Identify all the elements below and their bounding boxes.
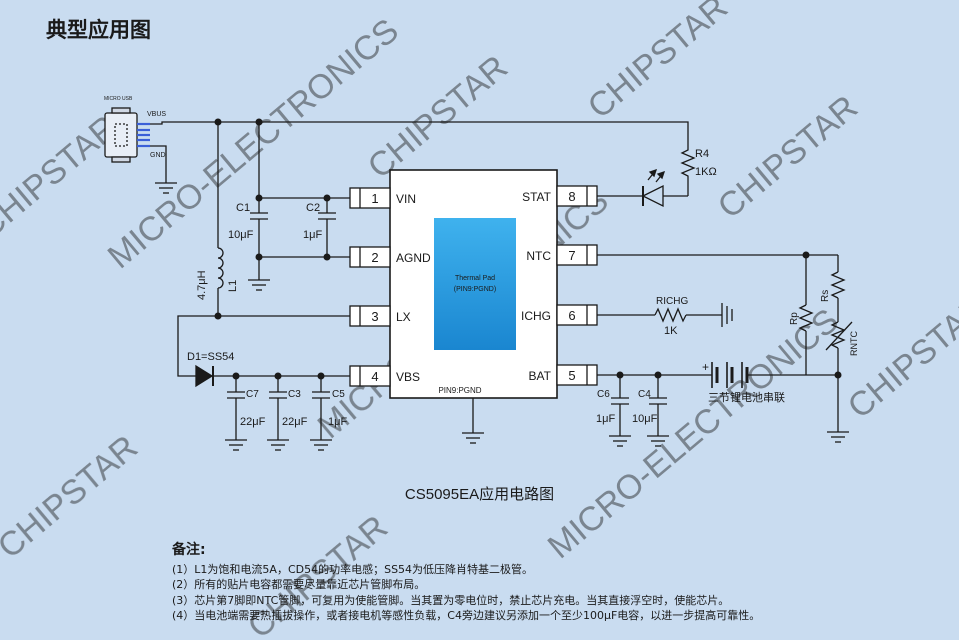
l1-value: 4.7μH	[196, 270, 208, 300]
thermal-pad-subtitle: (PIN9:PGND)	[454, 286, 496, 293]
rs-ref: Rs	[820, 290, 831, 302]
watermark-text: CHIPSTAR	[841, 288, 959, 426]
c7-ref: C7	[246, 389, 259, 400]
c3-value: 22μF	[282, 416, 308, 428]
usb-gnd-label: GND	[150, 152, 166, 159]
c5-value: 1μF	[328, 416, 347, 428]
c2-value: 1μF	[303, 229, 322, 241]
pin-name: AGND	[396, 251, 431, 265]
c7-value: 22μF	[240, 416, 266, 428]
pin-number: 3	[371, 309, 378, 324]
pin-number: 8	[568, 189, 575, 204]
c6-value: 1μF	[596, 413, 615, 425]
pin-name: NTC	[526, 249, 551, 263]
pin-number: 4	[371, 369, 378, 384]
watermark-text: CHIPSTAR	[711, 88, 865, 226]
l1-ref: L1	[227, 280, 239, 292]
watermark-text: MICRO-ELECTRONICS	[541, 301, 846, 566]
note-item: (2）所有的贴片电容都需要尽量靠近芯片管脚布局。	[172, 578, 426, 591]
c3-ref: C3	[288, 389, 301, 400]
c1-value: 10μF	[228, 229, 254, 241]
pin-number: 7	[568, 248, 575, 263]
pin-number: 2	[371, 250, 378, 265]
rp-ref: Rp	[789, 312, 800, 325]
r4-value: 1KΩ	[695, 166, 717, 178]
c1-ref: C1	[236, 202, 250, 214]
c6-ref: C6	[597, 389, 610, 400]
notes-title: 备注:	[172, 542, 206, 558]
c4-ref: C4	[638, 389, 651, 400]
c5-ref: C5	[332, 389, 345, 400]
micro-usb-connector	[104, 107, 150, 163]
pin9-label: PIN9:PGND	[438, 386, 481, 395]
battery-label: 三节锂电池串联	[708, 390, 785, 404]
richg-value: 1K	[664, 325, 678, 337]
thermal-pad	[434, 218, 516, 350]
c2-ref: C2	[306, 202, 320, 214]
pin-name: VBS	[396, 370, 420, 384]
usb-connector-label: MICRO USB	[104, 96, 133, 102]
page-heading: 典型应用图	[46, 18, 151, 42]
c4-value: 10μF	[632, 413, 658, 425]
figure-caption: CS5095EA应用电路图	[404, 486, 555, 503]
pin-number: 5	[568, 368, 575, 383]
richg-ref: RICHG	[656, 296, 688, 307]
pin-number: 1	[371, 191, 378, 206]
pin-name: STAT	[522, 190, 552, 204]
thermal-pad-title: Thermal Pad	[455, 275, 495, 282]
pin-name: VIN	[396, 192, 416, 206]
pin-name: ICHG	[521, 309, 551, 323]
note-item: (1）L1为饱和电流5A，CD54的功率电感；SS54为低压降肖特基二极管。	[172, 562, 534, 576]
watermark-text: CHIPSTAR	[581, 0, 735, 126]
pin-name: LX	[396, 310, 411, 324]
battery-plus-sign: +	[702, 360, 709, 374]
notes-section: 备注: (1）L1为饱和电流5A，CD54的功率电感；SS54为低压降肖特基二极…	[172, 542, 761, 624]
d1-label: D1=SS54	[187, 351, 234, 363]
note-item: (4）当电池端需要热插拔操作，或者接电机等感性负载，C4旁边建议另添加一个至少1…	[172, 609, 761, 622]
watermark-text: CHIPSTAR	[361, 48, 515, 186]
r4-ref: R4	[695, 148, 709, 160]
rntc-ref: RNTC	[849, 331, 859, 356]
pin-name: BAT	[529, 369, 552, 383]
pin-number: 6	[568, 308, 575, 323]
usb-vbus-label: VBUS	[147, 111, 166, 118]
junctions	[214, 118, 842, 380]
note-item: (3）芯片第7脚即NTC管脚，可复用为使能管脚。当其置为零电位时，禁止芯片充电。…	[172, 593, 730, 607]
